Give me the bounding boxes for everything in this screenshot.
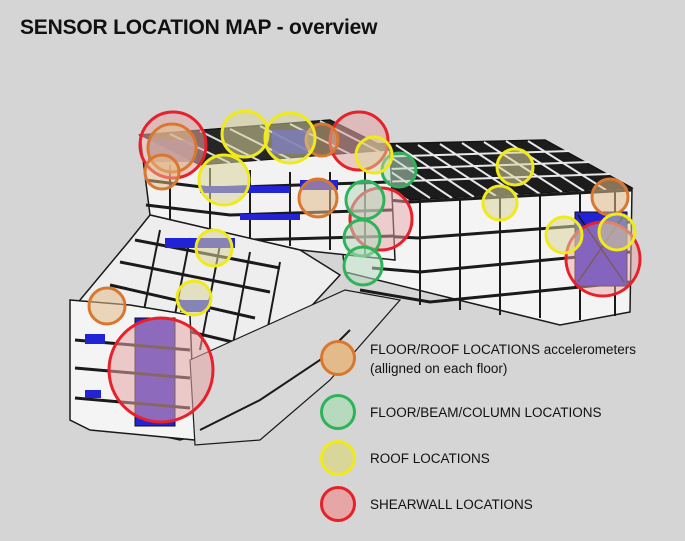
shearwall-swatch-icon — [320, 486, 356, 522]
roof-sensor — [495, 147, 535, 187]
legend-label: ROOF LOCATIONS — [370, 449, 670, 468]
page-title: SENSOR LOCATION MAP - overview — [20, 16, 378, 39]
legend-label: SHEARWALL LOCATIONS — [370, 495, 670, 514]
floor-roof-sensor — [143, 153, 181, 191]
roof-sensor — [597, 212, 637, 252]
floor-roof-sensor — [87, 286, 127, 326]
legend-label: FLOOR/BEAM/COLUMN LOCATIONS — [370, 403, 670, 422]
roof-sensor — [220, 109, 270, 159]
roof-sensor — [263, 111, 317, 165]
legend-label-line1: SHEARWALL LOCATIONS — [370, 497, 533, 512]
roof-swatch-icon — [320, 440, 356, 476]
floor-beam-column-sensor — [342, 245, 384, 287]
roof-sensor — [175, 279, 213, 317]
legend-label-line1: FLOOR/BEAM/COLUMN LOCATIONS — [370, 405, 602, 420]
floor-roof-sensor — [590, 177, 630, 217]
roof-sensor — [544, 215, 584, 255]
legend-label-line1: ROOF LOCATIONS — [370, 451, 490, 466]
roof-sensor — [481, 184, 519, 222]
roof-sensor — [197, 153, 251, 207]
sensor-markers — [87, 109, 642, 424]
floor-beam-column-swatch-icon — [320, 394, 356, 430]
floor-roof-swatch-icon — [320, 340, 356, 376]
roof-sensor — [194, 228, 234, 268]
roof-sensor — [354, 135, 394, 175]
legend-label-line1: FLOOR/ROOF LOCATIONS accelerometers — [370, 342, 637, 357]
shearwall-sensor — [107, 316, 215, 424]
floor-beam-column-sensor — [344, 179, 386, 221]
legend-label-line2: (alligned on each floor) — [370, 361, 508, 376]
legend-label: FLOOR/ROOF LOCATIONS accelerometers (all… — [370, 340, 670, 378]
floor-roof-sensor — [297, 177, 339, 219]
